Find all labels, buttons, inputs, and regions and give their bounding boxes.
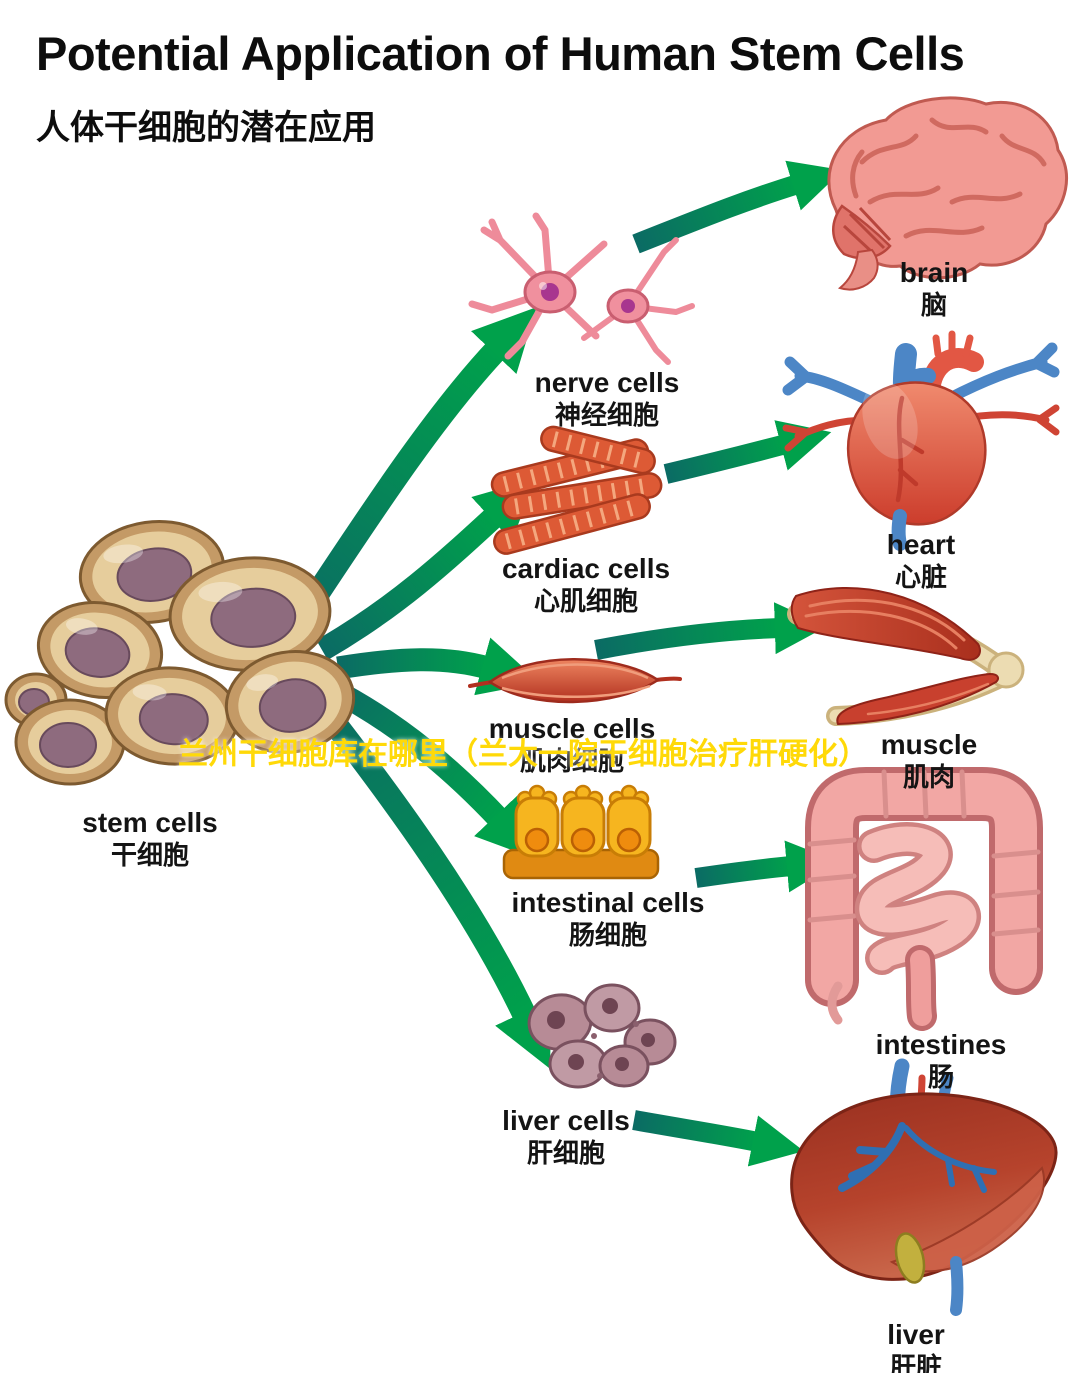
page-title: Potential Application of Human Stem Cell… [36,27,965,80]
stem-cell [224,650,356,754]
label-heart: heart 心脏 [887,528,955,594]
cardiac-cells-label-en: cardiac cells [501,553,671,584]
stem-cells-illustration [4,519,356,786]
liver-organ-illustration [790,1058,1058,1316]
label-muscle-cells: muscle cells 肌肉细胞 [489,712,656,778]
muscle-label-en: muscle [880,729,978,760]
intestinal-cells-illustration [502,784,660,880]
liver-label-zh: 肝脏 [889,1352,943,1373]
stem-cells-label-zh: 干细胞 [110,840,190,870]
liver-label-en: liver [887,1319,945,1350]
arrow-stem-to-liver-cells [305,690,552,1069]
brain-illustration [827,96,1068,291]
label-muscle: muscle 肌肉 [881,728,978,794]
label-liver-cells: liver cells 肝细胞 [502,1104,630,1170]
muscle-cells-label-en: muscle cells [488,713,656,744]
muscle-illustration [787,586,1025,726]
heart-label-zh: 心脏 [894,562,947,592]
brain-label-en: brain [899,257,969,288]
stem-cell [14,698,126,786]
nerve-cells-label-zh: 神经细胞 [554,400,659,430]
arrow-nerve-cells-to-brain [632,160,843,254]
nerve-cells-illustration [468,212,695,365]
neuron-nucleus [621,299,635,313]
heart-body [846,381,987,526]
liver-cells-label-en: liver cells [502,1105,630,1136]
biceps-muscle [790,586,981,661]
arrow-stem-to-cardiac-cells [316,478,536,660]
page-subtitle-zh: 人体干细胞的潜在应用 [36,109,376,147]
label-stem-cells: stem cells 干细胞 [82,806,217,872]
brainstem [837,248,879,291]
intestines-label-zh: 肠 [927,1062,955,1092]
heart-label-en: heart [886,529,956,560]
label-intestinal-cells: intestinal cells 肠细胞 [512,886,705,952]
intestinal-cells-label-en: intestinal cells [511,887,705,918]
appendix [827,981,843,1025]
stem-cell [36,600,164,700]
cardiac-cells-label-zh: 心肌细胞 [533,586,638,616]
liver-cells-illustration [527,983,677,1089]
liver-cells-label-zh: 肝细胞 [526,1138,605,1168]
nerve-cells-label-en: nerve cells [534,367,680,398]
label-nerve-cells: nerve cells 神经细胞 [535,366,680,432]
arrow-liver-cells-to-liver [632,1110,804,1167]
brain-label-zh: 脑 [920,290,947,320]
intestines-label-en: intestines [875,1029,1007,1060]
muscle-label-zh: 肌肉 [902,762,955,792]
label-intestines: intestines 肠 [876,1028,1007,1094]
label-brain: brain 脑 [900,256,968,322]
cardiac-cells-illustration [490,425,663,555]
label-liver: liver 肝脏 [887,1318,945,1373]
muscle-cells-label-zh: 肌肉细胞 [519,746,624,776]
intestinal-cells-label-zh: 肠细胞 [568,920,647,950]
label-cardiac-cells: cardiac cells 心肌细胞 [502,552,670,618]
arrow-cardiac-cells-to-heart [663,420,832,484]
intestines-illustration [805,767,1043,1031]
watermark-text: 兰州干细胞库在哪里（兰大一院干细胞治疗肝硬化） [178,738,868,771]
forearm-muscle [836,672,999,726]
arrow-stem-to-muscle-cells [336,637,540,696]
stem-cell [104,666,240,766]
gallbladder [894,1232,926,1284]
arrow-intestinal-cells-to-intestines [694,840,839,893]
arrow-muscle-cells-to-muscle [594,602,827,660]
stem-cells-label-en: stem cells [82,807,218,838]
muscle-cells-illustration [468,658,682,704]
heart-illustration [782,330,1060,551]
stem-cell [168,556,332,672]
